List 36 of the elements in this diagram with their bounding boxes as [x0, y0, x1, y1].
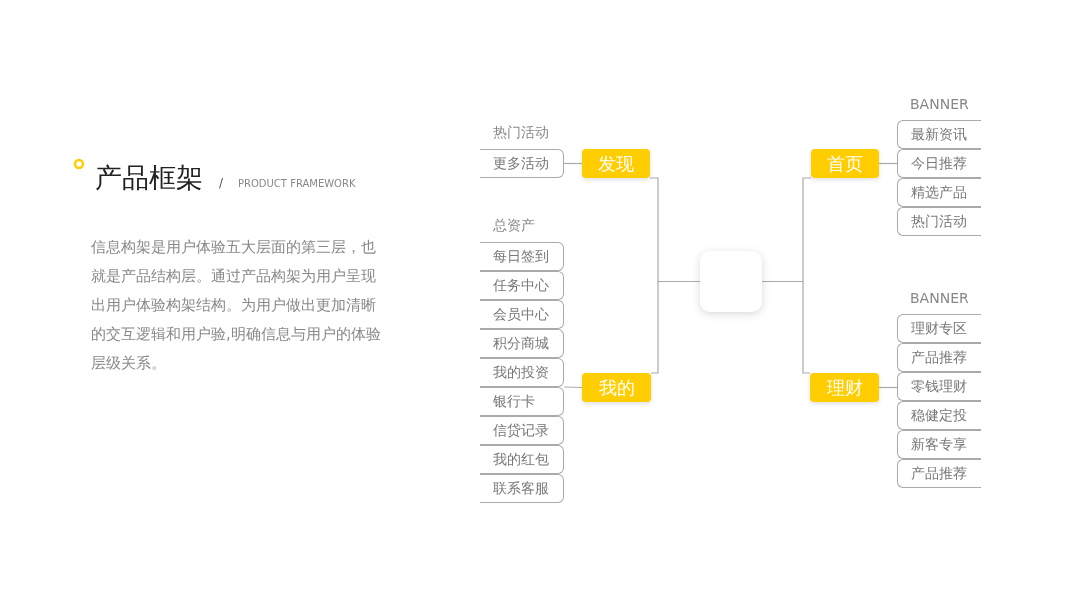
menu-item-box: 我的红包 — [480, 445, 564, 474]
menu-item-box: 产品推荐 — [897, 343, 981, 372]
menu-item-box: 更多活动 — [480, 149, 564, 178]
menu-item-box: 最新资讯 — [897, 120, 981, 149]
menu-item-box: 积分商城 — [480, 329, 564, 358]
menu-item-box: 银行卡 — [480, 387, 564, 416]
category-box: 发现 — [582, 149, 650, 178]
menu-item-box: 产品推荐 — [897, 459, 981, 488]
connector-line — [650, 280, 701, 374]
menu-item-box: 热门活动 — [897, 207, 981, 236]
category-box: 首页 — [811, 149, 879, 178]
menu-item-box: 精选产品 — [897, 178, 981, 207]
section-label: BANNER — [910, 96, 969, 112]
section-label: 热门活动 — [493, 124, 549, 142]
subtitle: PRODUCT FRAMEWORK — [238, 178, 356, 189]
menu-item-box: 每日签到 — [480, 242, 564, 271]
title: 产品框架 — [95, 161, 203, 195]
category-box: 我的 — [582, 373, 651, 402]
menu-item-box: 会员中心 — [480, 300, 564, 329]
menu-item-box: 新客专享 — [897, 430, 981, 459]
menu-item-box: 理财专区 — [897, 314, 981, 343]
menu-item-box: 联系客服 — [480, 474, 564, 503]
connector-line — [761, 280, 811, 374]
menu-item-box: 信贷记录 — [480, 416, 564, 445]
menu-item-box: 今日推荐 — [897, 149, 981, 178]
menu-item-box: 我的投资 — [480, 358, 564, 387]
connector-line — [563, 386, 583, 389]
menu-item-box: 零钱理财 — [897, 372, 981, 401]
app-tile — [700, 251, 762, 312]
separator-slash: / — [219, 176, 224, 190]
section-label: 总资产 — [493, 217, 535, 235]
menu-item-box: 任务中心 — [480, 271, 564, 300]
category-box: 理财 — [810, 373, 879, 402]
section-label: BANNER — [910, 290, 969, 306]
description-paragraph: 信息构架是用户体验五大层面的第三层，也就是产品结构层。通过产品构架为用户呈现出用户体验构架结构。为用户做出更加清晰的交互逻辑和用户验,明确信息与用户的体验层级关系。 — [91, 237, 382, 374]
menu-item-box: 稳健定投 — [897, 401, 981, 430]
